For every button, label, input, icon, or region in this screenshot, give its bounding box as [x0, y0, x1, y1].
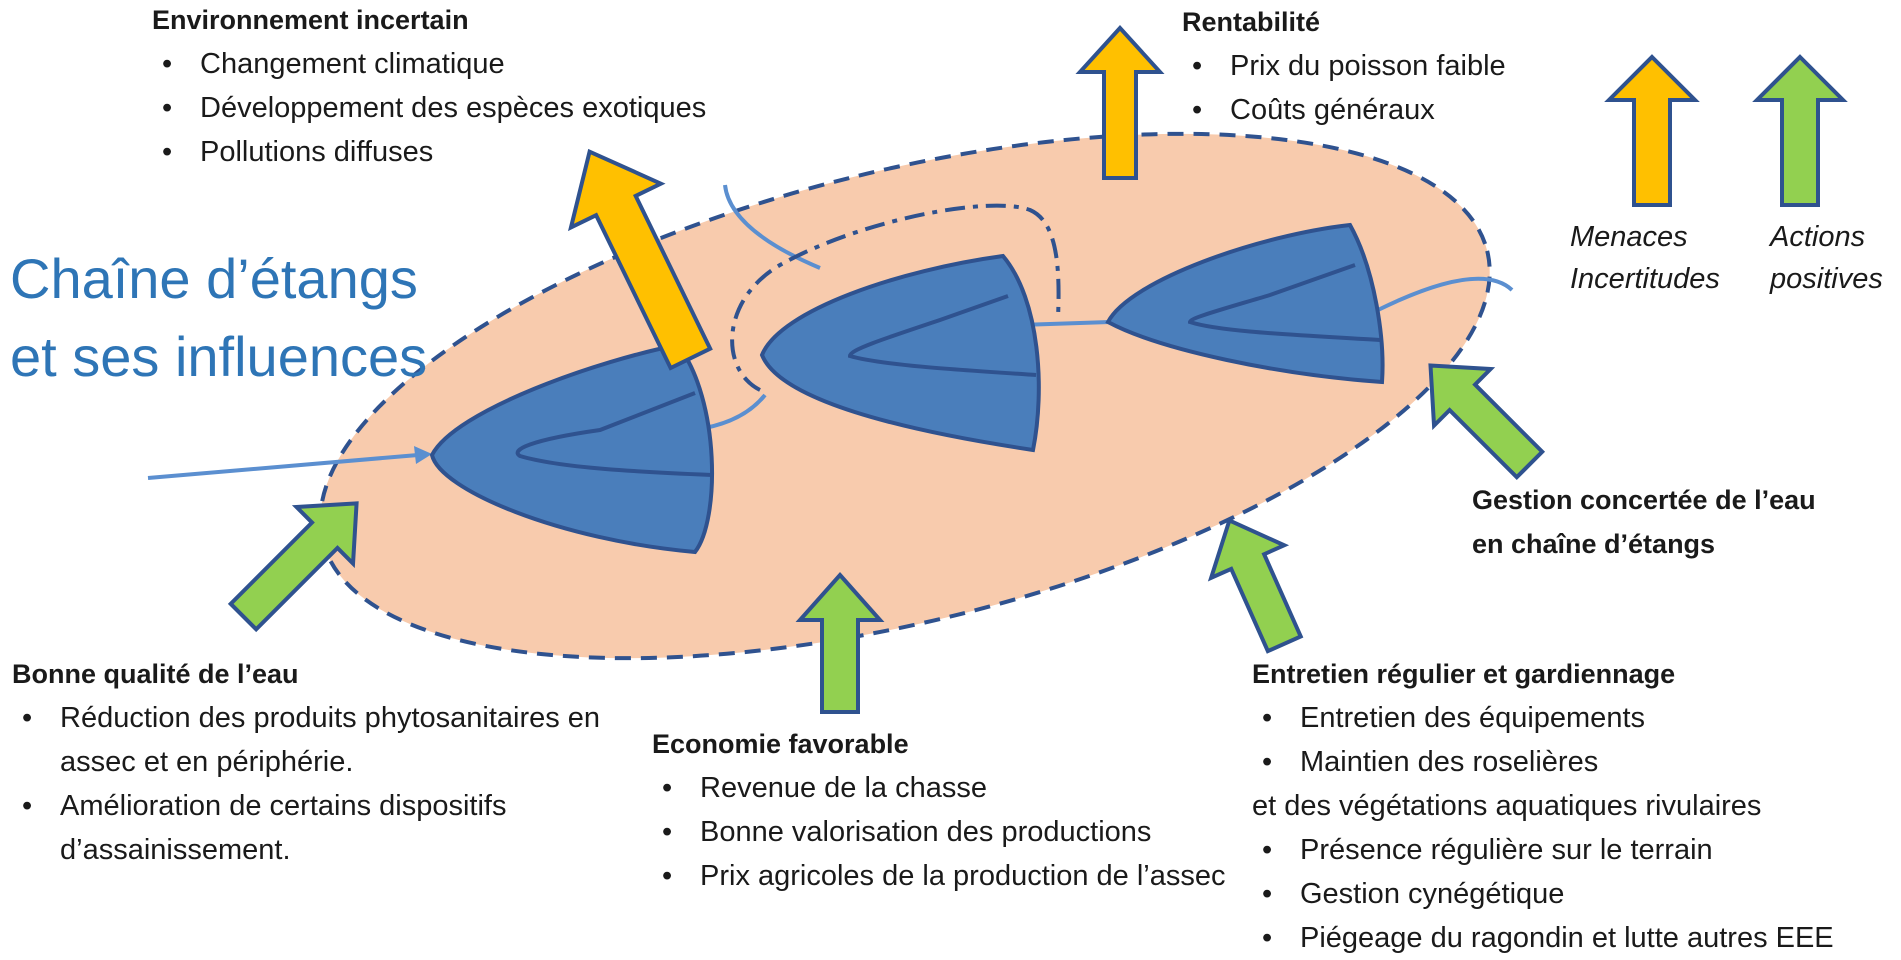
- title-line-2: et ses influences: [10, 325, 428, 388]
- block-entretien: Entretien régulier et gardiennage Entret…: [1252, 652, 1892, 960]
- pond-3: [1105, 222, 1385, 385]
- list-item: Développement des espèces exotiques: [152, 86, 802, 130]
- block-rentabilite: Rentabilité Prix du poisson faible Coûts…: [1182, 0, 1562, 132]
- rentabilite-list: Prix du poisson faible Coûts généraux: [1182, 44, 1562, 132]
- positive-arrow-entretien: [1207, 517, 1304, 654]
- list-item: Prix agricoles de la production de l’ass…: [652, 854, 1242, 898]
- list-item: Prix du poisson faible: [1182, 44, 1562, 88]
- economie-list: Revenue de la chasse Bonne valorisation …: [652, 766, 1242, 898]
- link-top-in: [723, 184, 821, 270]
- gestion-line-2: en chaîne d’étangs: [1472, 529, 1716, 559]
- list-item: Gestion cynégétique: [1252, 872, 1892, 916]
- gestion-line-1: Gestion concertée de l’eau: [1472, 485, 1816, 515]
- list-item: Piégeage du ragondin et lutte autres EEE: [1252, 916, 1892, 960]
- list-item: Revenue de la chasse: [652, 766, 1242, 810]
- pond-2: [759, 253, 1041, 453]
- legend-threat-line-1: Menaces: [1570, 221, 1688, 253]
- entretien-heading: Entretien régulier et gardiennage: [1252, 659, 1676, 689]
- qualite-list: Réduction des produits phytosanitaires e…: [12, 696, 602, 872]
- legend-threat-label: Menaces Incertitudes: [1570, 216, 1720, 300]
- legend-threat-line-2: Incertitudes: [1570, 263, 1720, 295]
- rentabilite-heading: Rentabilité: [1182, 7, 1321, 37]
- link-pond3-out: [1377, 276, 1514, 312]
- list-item: Présence régulière sur le terrain: [1252, 828, 1892, 872]
- list-item: Bonne valorisation des productions: [652, 810, 1242, 854]
- list-item: Réduction des produits phytosanitaires e…: [12, 696, 602, 784]
- economie-heading: Economie favorable: [652, 729, 909, 759]
- block-gestion: Gestion concertée de l’eau en chaîne d’é…: [1472, 478, 1892, 566]
- list-item: Entretien des équipements: [1252, 696, 1892, 740]
- block-qualite: Bonne qualité de l’eau Réduction des pro…: [12, 652, 602, 872]
- list-item: Maintien des roselières: [1252, 740, 1892, 784]
- legend-positive-line-1: Actions: [1770, 221, 1866, 253]
- qualite-heading: Bonne qualité de l’eau: [12, 659, 299, 689]
- title-line-1: Chaîne d’étangs: [10, 247, 418, 310]
- inflow-arrowhead: [414, 446, 432, 464]
- environnement-heading: Environnement incertain: [152, 5, 469, 35]
- list-item: Changement climatique: [152, 42, 802, 86]
- threat-arrow-environment: [567, 148, 713, 371]
- legend-positive-line-2: positives: [1770, 263, 1883, 295]
- legend-threat-arrow: [1604, 54, 1700, 207]
- list-item-continuation: et des végétations aquatiques rivulaires: [1252, 790, 1762, 822]
- positive-arrow-gestion: [1428, 363, 1546, 481]
- list-item: Coûts généraux: [1182, 88, 1562, 132]
- list-item: Amélioration de certains dispositifs d’a…: [12, 784, 602, 872]
- pond-1: [429, 342, 715, 555]
- block-environnement: Environnement incertain Changement clima…: [152, 0, 802, 174]
- threat-arrow-rentabilite: [1075, 25, 1165, 180]
- block-economie: Economie favorable Revenue de la chasse …: [652, 722, 1242, 898]
- environnement-list: Changement climatique Développement des …: [152, 42, 802, 174]
- legend-positive-arrow: [1752, 54, 1848, 207]
- inflow-line: [147, 453, 419, 480]
- legend-positive-label: Actions positives: [1770, 216, 1883, 300]
- positive-arrow-economie: [795, 571, 885, 714]
- pond2-boundary: [730, 203, 1061, 392]
- positive-arrow-qualite: [227, 501, 359, 633]
- diagram-title: Chaîne d’étangs et ses influences: [10, 240, 427, 396]
- link-pond1-pond2: [704, 393, 767, 430]
- entretien-list: Entretien des équipements Maintien des r…: [1252, 696, 1892, 960]
- list-item: Pollutions diffuses: [152, 130, 802, 174]
